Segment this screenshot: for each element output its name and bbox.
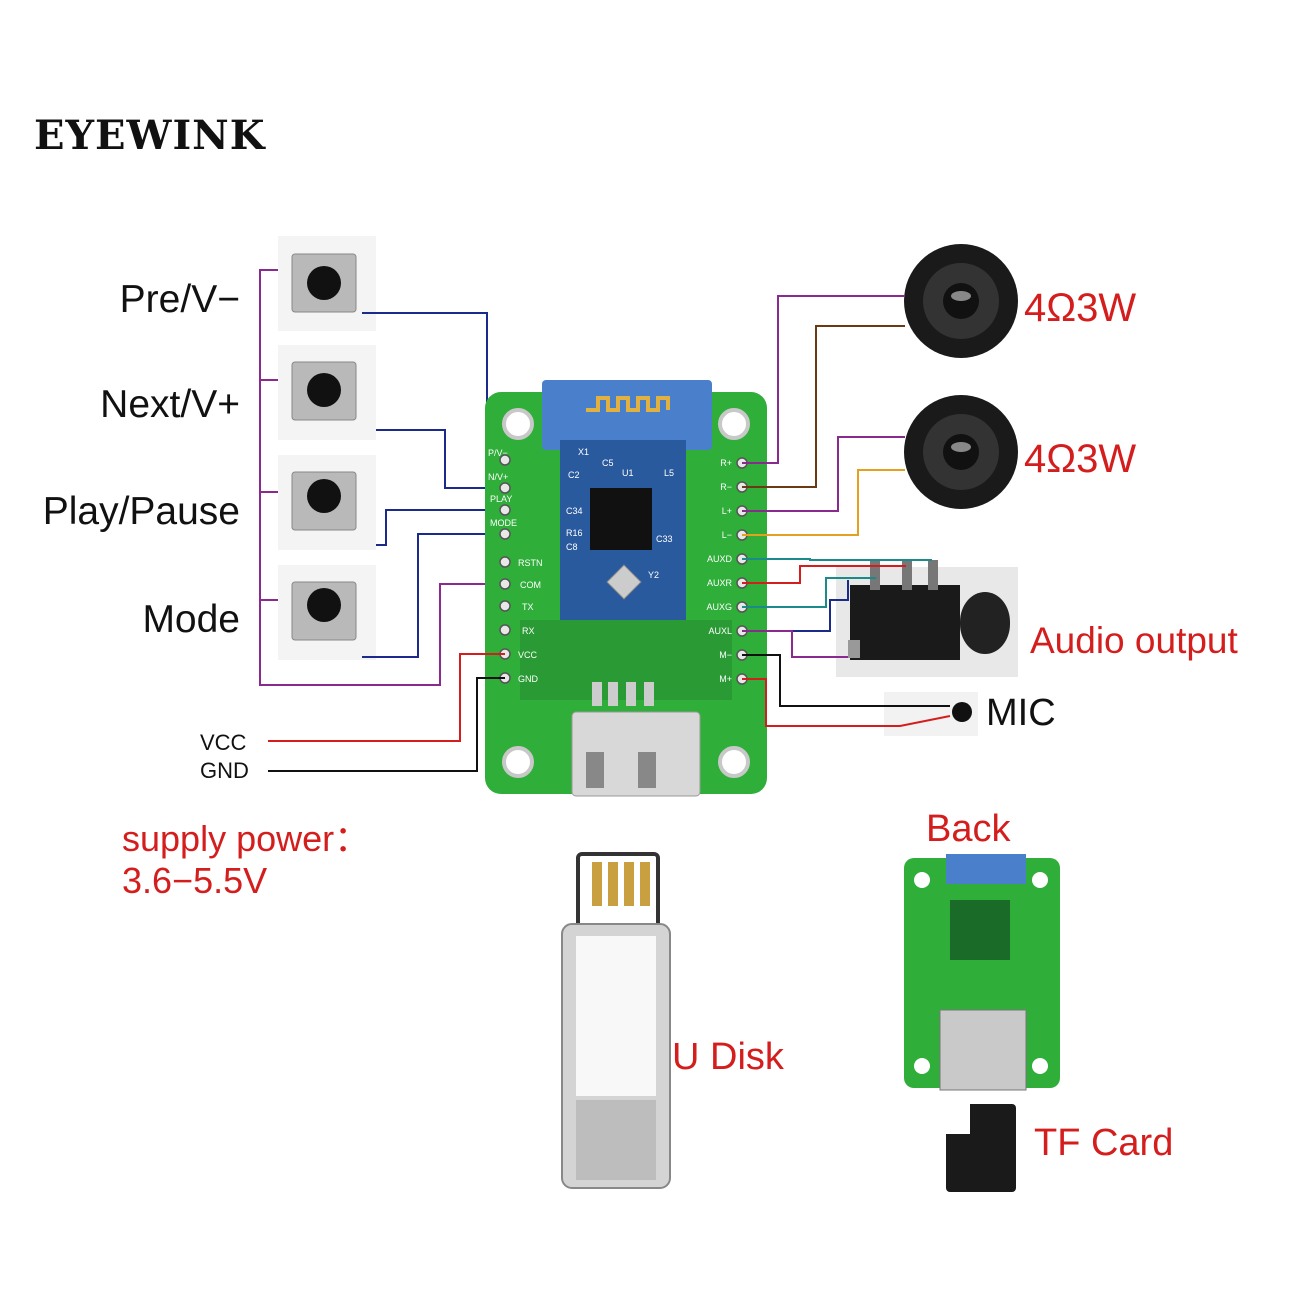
pin-m-plus: M+ bbox=[719, 674, 732, 684]
pin-r-plus: R+ bbox=[720, 458, 732, 468]
pin-mode: MODE bbox=[490, 518, 517, 528]
tactile-button-1 bbox=[278, 236, 376, 331]
mark-u1: U1 bbox=[622, 468, 634, 478]
mark-l5: L5 bbox=[664, 468, 674, 478]
audio-output-label: Audio output bbox=[1030, 620, 1238, 661]
pin-com: COM bbox=[520, 580, 541, 590]
supply-power-line1: supply power： bbox=[122, 818, 371, 859]
speaker-1-label: 4Ω3W bbox=[1024, 286, 1137, 330]
tf-card-label: TF Card bbox=[1034, 1122, 1174, 1164]
mic-wires bbox=[742, 654, 951, 727]
pin-m-minus: M− bbox=[719, 650, 732, 660]
audio-wires bbox=[742, 558, 932, 658]
vcc-label: VCC bbox=[200, 730, 247, 755]
pin-vcc: VCC bbox=[518, 650, 538, 660]
speaker-wires bbox=[742, 295, 905, 536]
back-label: Back bbox=[926, 808, 1011, 850]
speaker-2-label: 4Ω3W bbox=[1024, 437, 1137, 481]
right-pin-header: R+ R− L+ L− AUXD AUXR AUXG AUXL M− M+ bbox=[706, 458, 732, 684]
mark-r16: R16 bbox=[566, 528, 583, 538]
power-wires bbox=[268, 653, 505, 772]
mark-c34: C34 bbox=[566, 506, 583, 516]
pin-r-minus: R− bbox=[720, 482, 732, 492]
button-label-play: Play/Pause bbox=[42, 490, 240, 533]
u-disk bbox=[561, 852, 671, 1189]
button-label-mode: Mode bbox=[142, 598, 240, 641]
mark-y2: Y2 bbox=[648, 570, 659, 580]
back-pcb bbox=[904, 854, 1060, 1091]
tf-card bbox=[946, 1104, 1016, 1192]
mark-c8: C8 bbox=[566, 542, 578, 552]
pin-auxl: AUXL bbox=[708, 626, 732, 636]
board-silkscreen: X1 C5 U1 L5 C2 C34 R16 C8 C33 Y2 bbox=[566, 447, 674, 580]
gnd-label: GND bbox=[200, 758, 249, 783]
tactile-button-2 bbox=[278, 345, 376, 440]
mic-label: MIC bbox=[986, 692, 1056, 734]
u-disk-label: U Disk bbox=[672, 1036, 784, 1078]
main-pcb bbox=[485, 380, 767, 797]
audio-jack bbox=[836, 560, 1018, 677]
pin-auxd: AUXD bbox=[707, 554, 733, 564]
pin-auxg: AUXG bbox=[706, 602, 732, 612]
pin-pv-minus: P/V− bbox=[488, 448, 508, 458]
pin-play: PLAY bbox=[490, 494, 512, 504]
button-label-prev: Pre/V− bbox=[119, 278, 240, 321]
brand-logo: EYEWINK bbox=[34, 112, 266, 159]
pin-gnd: GND bbox=[518, 674, 539, 684]
tactile-button-3 bbox=[278, 455, 376, 550]
mark-x1: X1 bbox=[578, 447, 589, 457]
left-pin-header: P/V− N/V+ PLAY MODE RSTN COM TX RX VCC G… bbox=[488, 448, 543, 684]
mic bbox=[884, 692, 978, 736]
mark-c2: C2 bbox=[568, 470, 580, 480]
speaker-1 bbox=[904, 244, 1018, 358]
pin-nv-plus: N/V+ bbox=[488, 472, 508, 482]
speaker-2 bbox=[904, 395, 1018, 509]
pin-l-minus: L− bbox=[722, 530, 732, 540]
supply-power-line2: 3.6−5.5V bbox=[122, 860, 268, 901]
pin-tx: TX bbox=[522, 602, 534, 612]
pin-auxr: AUXR bbox=[707, 578, 733, 588]
pin-l-plus: L+ bbox=[722, 506, 732, 516]
tactile-button-4 bbox=[278, 565, 376, 660]
mark-c5: C5 bbox=[602, 458, 614, 468]
pin-rx: RX bbox=[522, 626, 535, 636]
pin-rstn: RSTN bbox=[518, 558, 543, 568]
button-label-next: Next/V+ bbox=[100, 383, 240, 426]
mark-c33: C33 bbox=[656, 534, 673, 544]
